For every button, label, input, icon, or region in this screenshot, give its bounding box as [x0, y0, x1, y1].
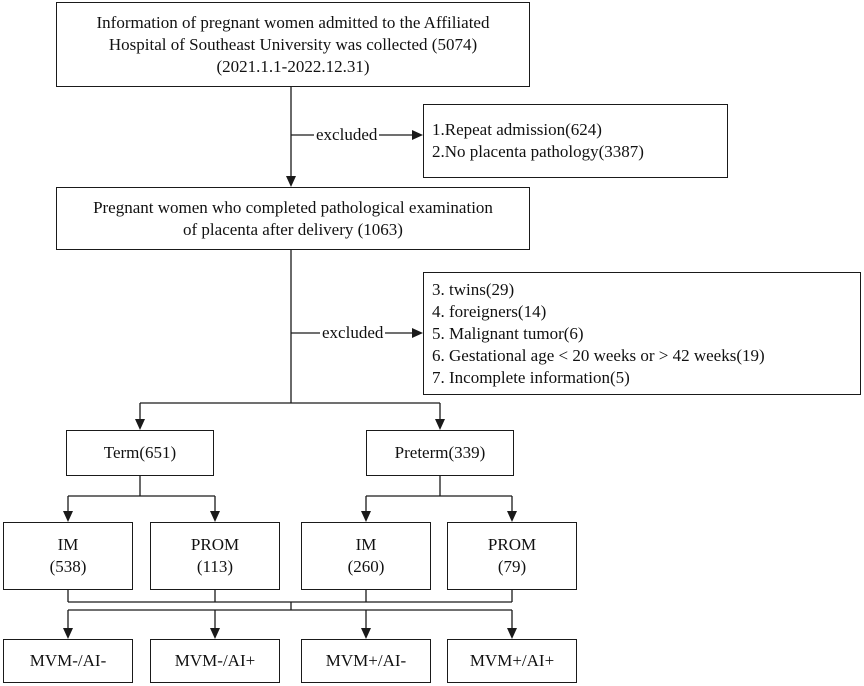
completed-line-2: of placenta after delivery (1063): [183, 219, 403, 239]
arrowhead-term-im: [63, 511, 73, 522]
preterm-box: Preterm(339): [366, 430, 514, 476]
term-im-box: IM (538): [3, 522, 133, 590]
arrowhead-outcome-2: [210, 628, 220, 639]
outcome-box-4: MVM+/AI+: [447, 639, 577, 683]
arrowhead-exclusion2: [412, 328, 423, 338]
outcome-label-1: MVM-/AI-: [29, 651, 107, 670]
term-prom-name: PROM: [190, 535, 240, 554]
exclusion-item-6: 6. Gestational age < 20 weeks or > 42 we…: [432, 345, 765, 365]
arrowhead-preterm-prom: [507, 511, 517, 522]
outcome-box-3: MVM+/AI-: [301, 639, 431, 683]
exclusion-box-2: 3. twins(29) 4. foreigners(14) 5. Malign…: [423, 272, 861, 395]
term-prom-count: (113): [196, 557, 234, 576]
completed-box: Pregnant women who completed pathologica…: [56, 187, 530, 250]
term-box: Term(651): [66, 430, 214, 476]
preterm-prom-name: PROM: [487, 535, 537, 554]
arrowhead-preterm: [435, 419, 445, 430]
excluded-label-1: excluded: [314, 125, 380, 145]
completed-line-1: Pregnant women who completed pathologica…: [93, 197, 493, 217]
exclusion-box-1: 1.Repeat admission(624) 2.No placenta pa…: [423, 104, 728, 178]
arrowhead-term-prom: [210, 511, 220, 522]
term-label: Term(651): [103, 443, 177, 462]
excluded-label-2: excluded: [320, 323, 386, 343]
preterm-prom-count: (79): [497, 557, 527, 576]
preterm-im-name: IM: [355, 535, 377, 554]
exclusion-item-5: 5. Malignant tumor(6): [432, 323, 584, 343]
collected-line-1: Information of pregnant women admitted t…: [96, 12, 490, 32]
preterm-im-count: (260): [347, 557, 385, 576]
outcome-box-2: MVM-/AI+: [150, 639, 280, 683]
outcome-box-1: MVM-/AI-: [3, 639, 133, 683]
exclusion-item-2: 2.No placenta pathology(3387): [432, 142, 644, 161]
outcome-label-2: MVM-/AI+: [174, 651, 256, 670]
exclusion-item-4: 4. foreigners(14): [432, 301, 547, 321]
collected-line-3: (2021.1.1-2022.12.31): [216, 56, 370, 76]
collected-line-2: Hospital of Southeast University was col…: [108, 34, 478, 54]
exclusion-item-3: 3. twins(29): [432, 279, 515, 299]
preterm-label: Preterm(339): [394, 443, 486, 462]
arrowhead-term: [135, 419, 145, 430]
preterm-im-box: IM (260): [301, 522, 431, 590]
arrowhead-outcome-4: [507, 628, 517, 639]
outcome-label-3: MVM+/AI-: [325, 651, 407, 670]
arrowhead-preterm-im: [361, 511, 371, 522]
exclusion-item-1: 1.Repeat admission(624): [432, 120, 602, 139]
term-im-name: IM: [57, 535, 79, 554]
collected-box: Information of pregnant women admitted t…: [56, 2, 530, 87]
arrowhead-exclusion1: [412, 130, 423, 140]
outcome-label-4: MVM+/AI+: [469, 651, 555, 670]
arrowhead-completed: [286, 176, 296, 187]
exclusion-item-7: 7. Incomplete information(5): [432, 367, 630, 387]
preterm-prom-box: PROM (79): [447, 522, 577, 590]
term-im-count: (538): [49, 557, 87, 576]
arrowhead-outcome-1: [63, 628, 73, 639]
arrowhead-outcome-3: [361, 628, 371, 639]
term-prom-box: PROM (113): [150, 522, 280, 590]
